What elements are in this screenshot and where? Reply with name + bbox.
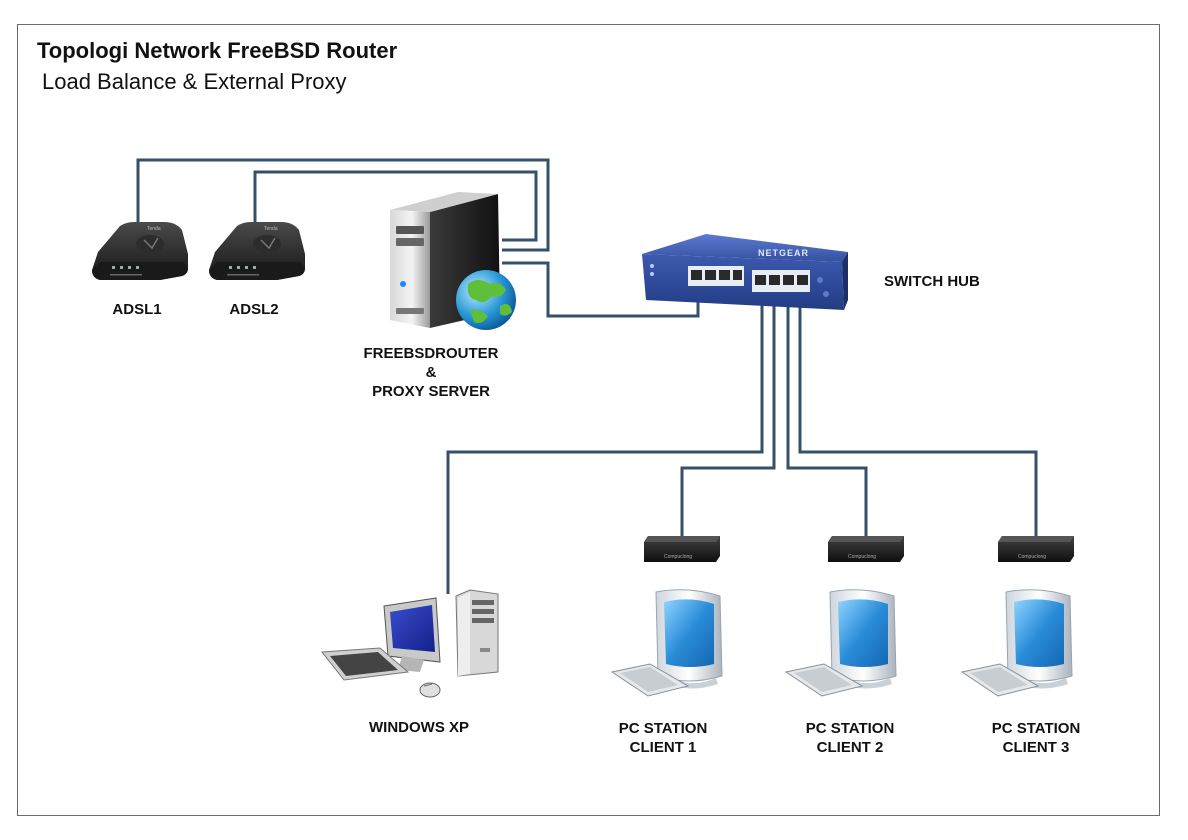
router-label: FREEBSDROUTER & PROXY SERVER: [346, 344, 516, 401]
wire-switch-client3: [798, 300, 1038, 540]
diagram-title: Topologi Network FreeBSD Router: [37, 38, 398, 63]
client2-label: PC STATION CLIENT 2: [785, 719, 915, 757]
adsl2-label: ADSL2: [229, 301, 279, 318]
router-label-line2: &: [425, 364, 437, 381]
adsl-modem-icon: Tenda: [209, 222, 305, 280]
wires: [136, 158, 1038, 594]
client2-label-line1: PC STATION: [805, 720, 895, 737]
server-globe-icon: [390, 192, 516, 330]
winxp-label: WINDOWS XP: [369, 719, 469, 736]
client3-label-line2: CLIENT 3: [1002, 739, 1070, 756]
desktop-pc-icon: [321, 589, 499, 698]
box-brand: Compuclong: [1018, 554, 1046, 560]
wire-switch-winxp: [446, 300, 764, 594]
adsl-modem-icon: Tenda: [92, 222, 188, 280]
modem-brand: Tenda: [264, 226, 278, 232]
diagram-subtitle: Load Balance & External Proxy: [42, 69, 347, 94]
thin-client-icon: Compuclong: [610, 536, 723, 697]
client1-label: PC STATION CLIENT 1: [598, 719, 728, 757]
router-label-line3: PROXY SERVER: [372, 383, 490, 400]
diagram-frame: [17, 24, 1160, 816]
modem-brand: Tenda: [147, 226, 161, 232]
client3-label-line1: PC STATION: [991, 720, 1081, 737]
client1-label-line2: CLIENT 1: [629, 739, 697, 756]
router-label-line1: FREEBSDROUTER: [363, 345, 499, 362]
thin-client-icon: Compuclong: [960, 536, 1074, 697]
wire-adsl2-router: [253, 170, 538, 242]
client3-label: PC STATION CLIENT 3: [971, 719, 1101, 757]
box-brand: Compuclong: [848, 554, 876, 560]
client1-label-line1: PC STATION: [618, 720, 708, 737]
wire-switch-client1: [680, 300, 776, 540]
adsl1-label: ADSL1: [112, 301, 162, 318]
network-switch-icon: NETGEAR: [642, 234, 848, 310]
box-brand: Compuclong: [664, 554, 692, 560]
thin-client-icon: Compuclong: [784, 536, 904, 697]
wire-switch-client2: [786, 300, 868, 540]
wire-adsl1-router: [136, 158, 550, 252]
wire-router-switch: [502, 261, 700, 318]
switch-label: SWITCH HUB: [884, 273, 980, 290]
client2-label-line2: CLIENT 2: [816, 739, 884, 756]
switch-brand: NETGEAR: [758, 248, 809, 258]
